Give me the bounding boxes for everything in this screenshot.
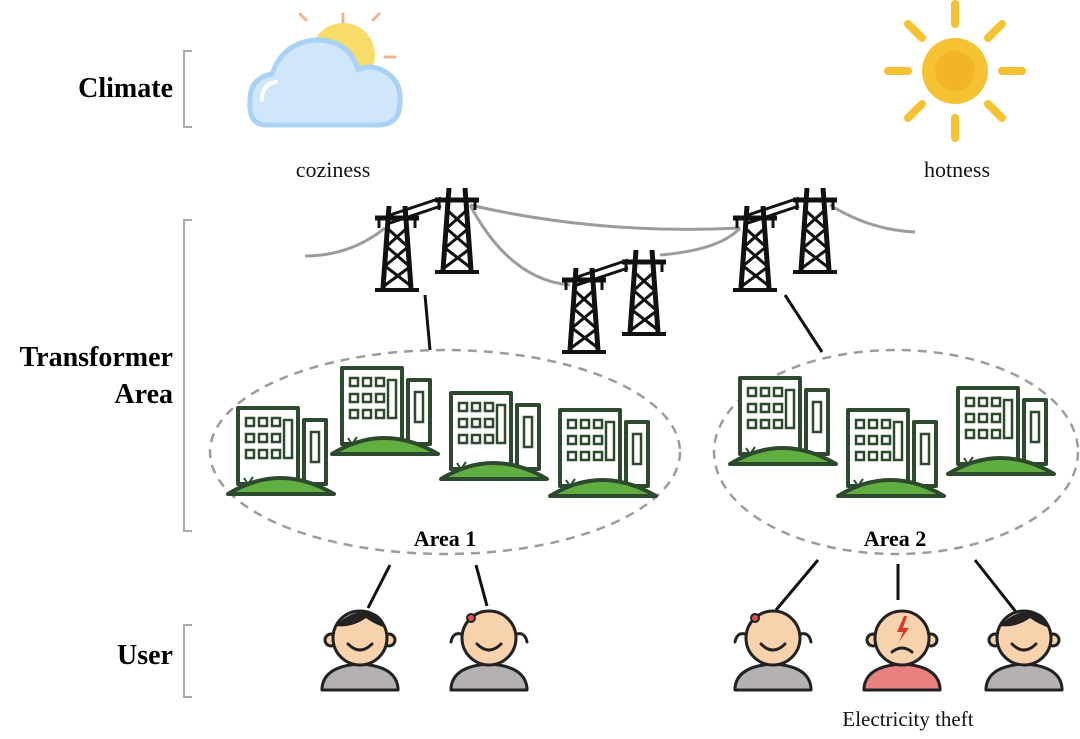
bracket-user bbox=[183, 624, 192, 698]
building-icon-a1-4 bbox=[548, 408, 658, 498]
bracket-transformer-area bbox=[183, 219, 192, 532]
level-label-climate: Climate bbox=[78, 73, 173, 104]
transmission-tower-icon-2 bbox=[562, 250, 666, 352]
level-label-transformer: Transformer bbox=[20, 342, 173, 373]
transmission-tower-icon-1 bbox=[375, 188, 479, 290]
girl-avatar-icon-2 bbox=[733, 609, 813, 692]
cloud-sun-icon bbox=[247, 12, 403, 128]
boy-avatar-icon-2 bbox=[984, 609, 1064, 692]
climate-label-coziness: coziness bbox=[296, 157, 371, 182]
area-1-label: Area 1 bbox=[414, 526, 477, 551]
climate-label-hotness: hotness bbox=[924, 157, 990, 182]
level-label-user: User bbox=[117, 640, 173, 671]
area-user-connectors bbox=[366, 559, 1018, 613]
transmission-tower-icon-3 bbox=[733, 188, 837, 290]
angry-avatar-icon bbox=[862, 609, 942, 692]
sun-icon bbox=[884, 0, 1026, 142]
area-2-ellipse bbox=[712, 348, 1080, 556]
bracket-climate bbox=[183, 50, 192, 128]
electricity-theft-label: Electricity theft bbox=[842, 707, 973, 731]
building-icon-a1-1 bbox=[226, 406, 336, 496]
building-icon-a2-3 bbox=[946, 386, 1056, 476]
boy-avatar-icon-1 bbox=[320, 609, 400, 692]
power-lines bbox=[304, 203, 916, 287]
building-icon-a1-2 bbox=[330, 366, 440, 456]
building-icon-a2-1 bbox=[728, 376, 838, 466]
building-icon-a2-2 bbox=[836, 408, 946, 498]
area-1-ellipse bbox=[208, 348, 682, 556]
building-icon-a1-3 bbox=[439, 391, 549, 481]
girl-avatar-icon-1 bbox=[449, 609, 529, 692]
level-label-area: Area bbox=[114, 379, 173, 410]
area-2-label: Area 2 bbox=[864, 526, 927, 551]
tower-area-connectors bbox=[423, 294, 824, 353]
